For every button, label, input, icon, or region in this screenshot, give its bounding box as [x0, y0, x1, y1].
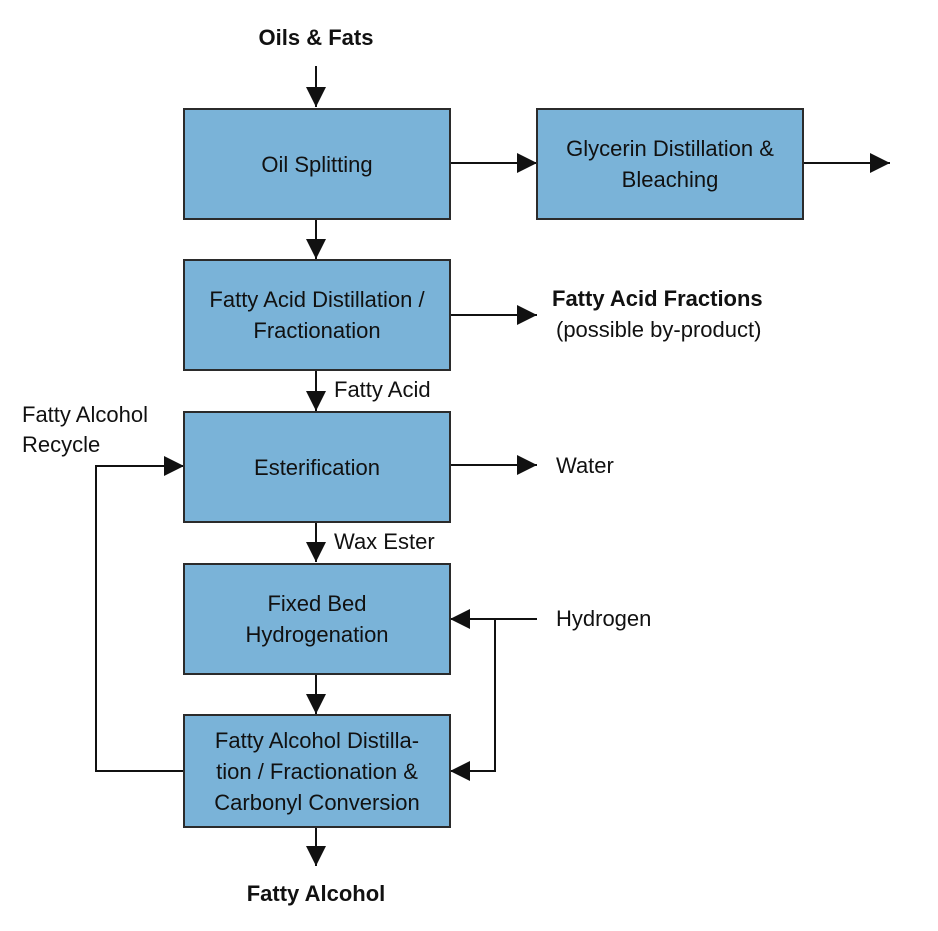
hydrogen-label: Hydrogen: [556, 606, 652, 631]
esterification-label: Esterification: [254, 454, 380, 480]
hydrogenation-box: Fixed Bed Hydrogenation: [183, 563, 451, 675]
glycerin-label: Glycerin Distillation & Bleaching: [566, 136, 774, 192]
oil-splitting-box: Oil Splitting: [183, 108, 451, 220]
fa-distillation-label: Fatty Acid Distillation / Fractionation: [209, 287, 425, 343]
wax-ester-label: Wax Ester: [334, 529, 435, 554]
esterification-box: Esterification: [183, 411, 451, 523]
glycerin-box: Glycerin Distillation & Bleaching: [536, 108, 804, 220]
recycle-label: Fatty Alcohol Recycle: [22, 402, 148, 457]
input-label: Oils & Fats: [258, 25, 374, 50]
fatty-acid-label: Fatty Acid: [334, 377, 431, 402]
byproduct-note: (possible by-product): [556, 317, 762, 342]
recycle-loop: [95, 456, 184, 772]
hydrogen-to-alcohol-distillation: [450, 619, 496, 781]
alcohol-distillation-label: Fatty Alcohol Distilla- tion / Fractiona…: [214, 727, 420, 815]
hydrogenation-label: Fixed Bed Hydrogenation: [245, 591, 389, 647]
oil-splitting-label: Oil Splitting: [261, 151, 373, 177]
fa-distillation-box: Fatty Acid Distillation / Fractionation: [183, 259, 451, 371]
output-label: Fatty Alcohol: [246, 881, 386, 906]
alcohol-distillation-box: Fatty Alcohol Distilla- tion / Fractiona…: [183, 714, 451, 828]
fatty-acid-fractions-label: Fatty Acid Fractions: [552, 286, 763, 311]
water-label: Water: [556, 453, 614, 478]
